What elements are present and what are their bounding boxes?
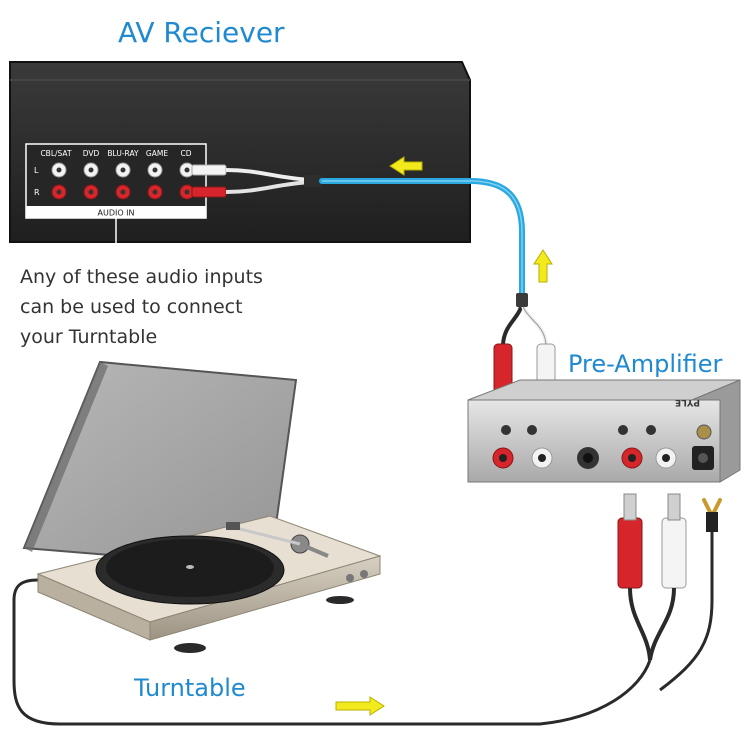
turntable-cable [12,578,652,726]
turntable [22,360,382,653]
arrow-up-icon [533,249,553,283]
preamp-brand-logo: PYLE [675,397,700,407]
panel-channel-right: R [34,188,40,197]
note-line: Any of these audio inputs [20,266,263,288]
pre-amplifier: PYLE [467,379,741,483]
panel-channel-left: L [34,166,39,175]
panel-input-cd: CD [180,149,191,158]
audio-inputs-note: Any of these audio inputs can be used to… [20,262,310,352]
audio-in-panel: AUDIO IN CBL/SAT DVD BLU-RAY GAME CD L R [25,143,207,219]
turntable-title: Turntable [134,674,246,702]
turntable-input-plugs [617,493,722,692]
panel-input-blu-ray: BLU-RAY [107,149,139,158]
preamp-title: Pre-Amplifier [568,350,723,378]
panel-input-game: GAME [146,149,168,158]
panel-input-dvd: DVD [83,149,100,158]
arrow-left-icon [389,156,423,176]
arrow-right-icon [335,696,385,716]
left-channel-jacks [51,162,195,178]
note-line: can be used to connect [20,296,243,318]
panel-footer-label: AUDIO IN [97,209,134,218]
receiver-rca-plugs [191,164,322,198]
right-channel-jacks [51,184,195,200]
note-line: your Turntable [20,326,158,348]
panel-input-cbl-sat: CBL/SAT [40,149,72,158]
receiver-title: AV Reciever [118,16,285,49]
